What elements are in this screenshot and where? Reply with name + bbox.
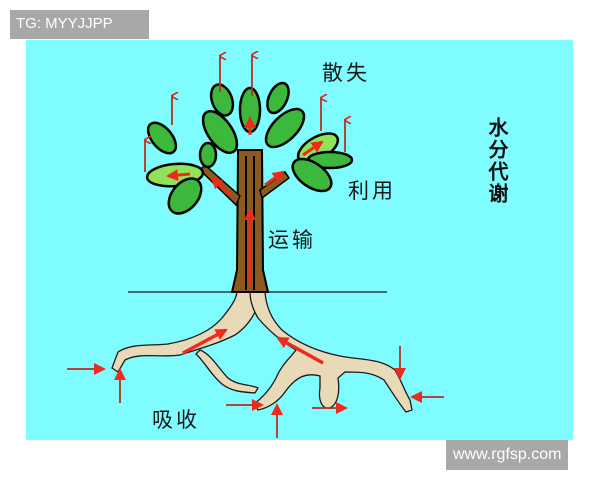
label-absorb: 吸收 — [152, 408, 200, 432]
watermark-top-left: TG: MYYJJPP — [10, 10, 149, 39]
label-loss: 散失 — [322, 61, 370, 85]
vertical-title: 水分代谢 — [485, 117, 509, 205]
roots — [111, 291, 413, 413]
internal-arrows — [166, 116, 324, 285]
watermark-bottom-right: www.rgfsp.com — [446, 440, 569, 470]
root-flow-arrows — [182, 328, 324, 365]
trunk — [198, 149, 291, 293]
absorption-arrows — [67, 346, 444, 438]
leaves — [145, 81, 354, 215]
transpiration-arrows — [145, 55, 345, 172]
label-transport: 运输 — [268, 228, 316, 252]
label-use: 利用 — [348, 179, 396, 203]
